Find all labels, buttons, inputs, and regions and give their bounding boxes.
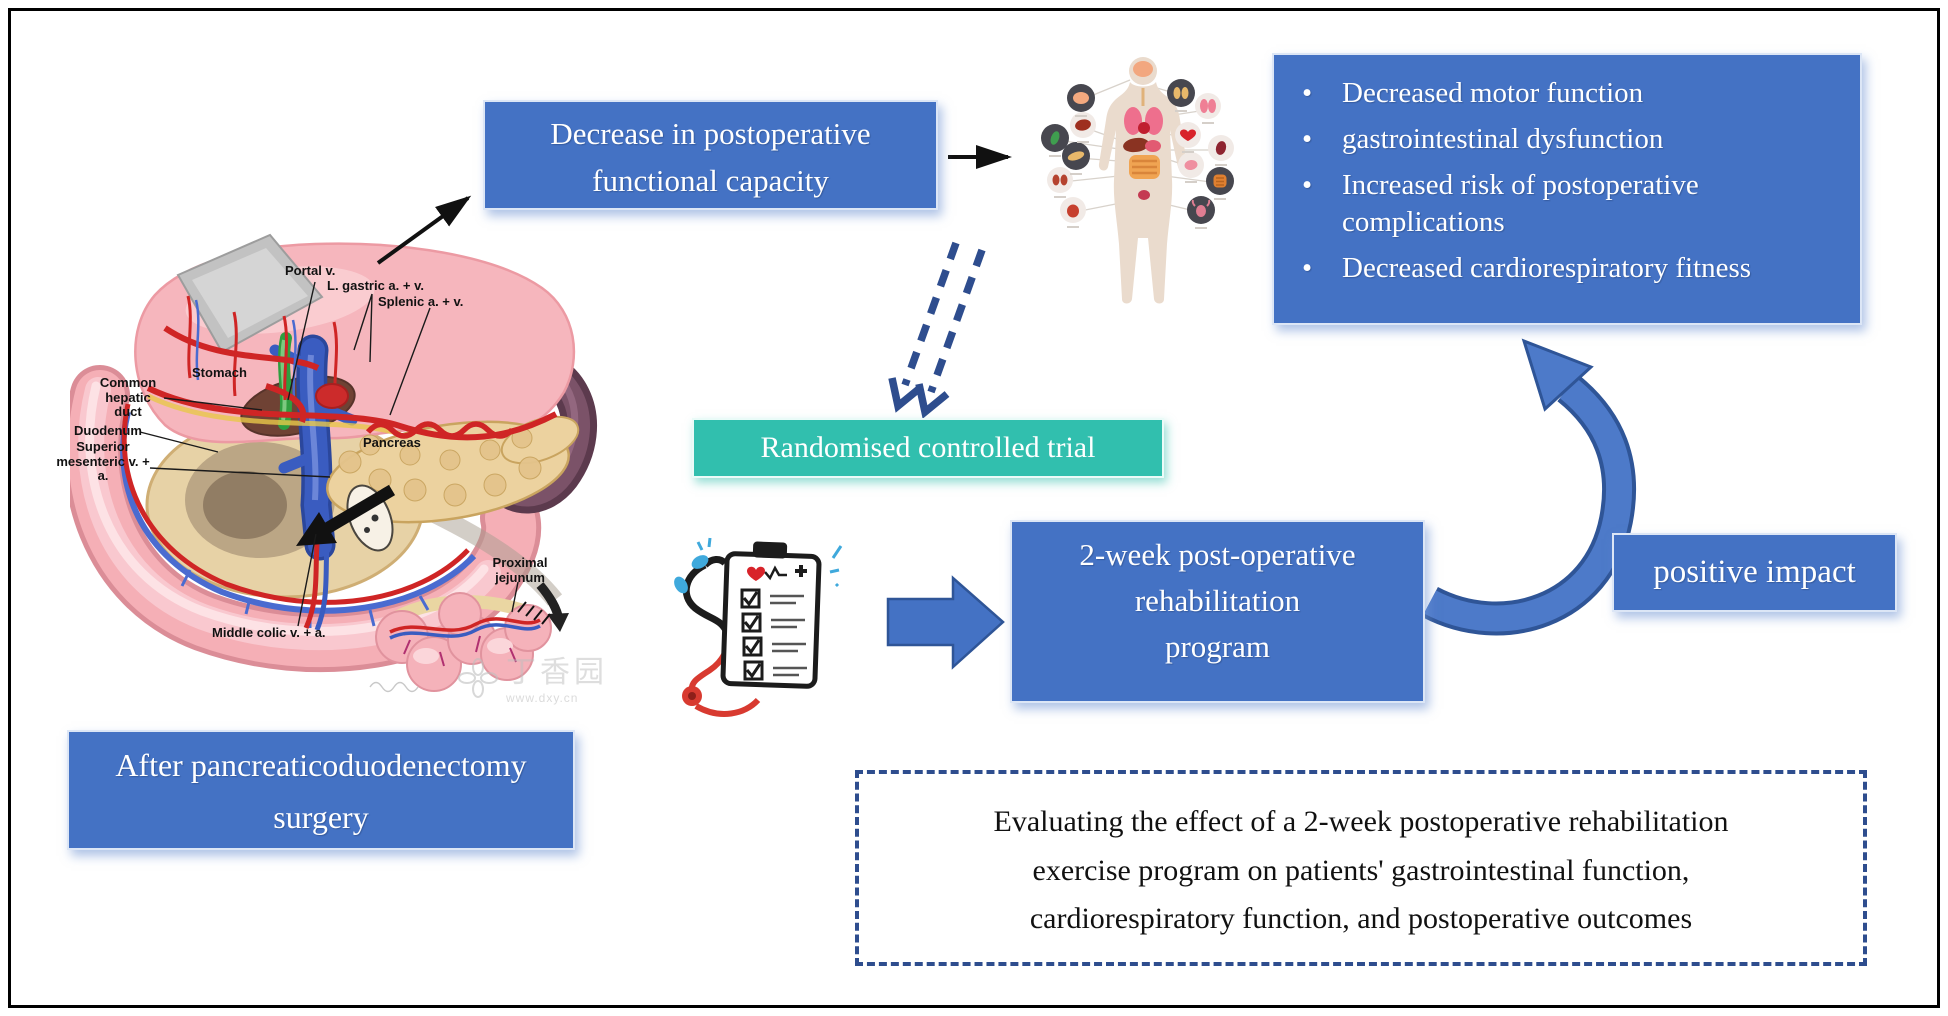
bullet-dot: • xyxy=(1302,252,1313,285)
stomach-icon xyxy=(1184,159,1198,171)
pancreas-icon xyxy=(1067,151,1085,161)
rct-text: Randomised controlled trial xyxy=(760,431,1096,464)
anatomy-label-middle-colic: Middle colic v. + a. xyxy=(212,625,326,640)
rehab-line: program xyxy=(1164,628,1271,664)
gallbladder-icon xyxy=(1050,131,1060,145)
positive-impact-box: positive impact xyxy=(1612,533,1897,612)
dashed-arrows-to-rct xyxy=(888,241,986,419)
study-objective-box: Evaluating the effect of a 2-week postop… xyxy=(855,770,1867,966)
watermark-site-name: 丁香园 xyxy=(506,656,608,689)
postoperative-consequences-box: • Decreased motor function • gastrointes… xyxy=(1272,53,1862,325)
lungs-icon xyxy=(1200,99,1208,113)
clipboard-icon xyxy=(720,541,822,689)
pancreaticoduodenectomy-anatomy-illustration xyxy=(70,233,597,693)
label-leader-lines xyxy=(139,281,519,627)
lungs-icon xyxy=(1208,99,1216,113)
organ-icon-circles xyxy=(1041,79,1234,224)
decrease-functional-capacity-text: Decrease in postoperative functional cap… xyxy=(550,116,871,198)
thyroid-icon xyxy=(1181,87,1189,99)
kidney-icon xyxy=(1052,174,1060,186)
spleen-icon xyxy=(1215,141,1227,155)
randomised-controlled-trial-box: Randomised controlled trial xyxy=(692,418,1164,478)
consequence-item: • Decreased cardiorespiratory fitness xyxy=(1296,250,1830,287)
kidney-icon xyxy=(1060,174,1068,186)
sparkle-accents xyxy=(696,537,843,588)
objective-line: exercise program on patients' gastrointe… xyxy=(1032,853,1690,887)
anatomy-label-superior-mesenteric: Superior mesenteric v. + a. xyxy=(56,439,150,484)
bullet-dot: • xyxy=(1302,169,1313,202)
after-surgery-box: After pancreaticoduodenectomy surgery xyxy=(67,730,575,850)
anatomy-label-common-hepatic-duct: Common hepatic duct xyxy=(99,375,157,420)
consequence-item: • Increased risk of postoperative compli… xyxy=(1296,167,1830,241)
consequence-text: Decreased cardiorespiratory fitness xyxy=(1342,252,1752,285)
brain-icon xyxy=(1073,92,1089,104)
anatomy-label-duodenum: Duodenum xyxy=(74,423,142,438)
heart-icon xyxy=(1180,129,1196,141)
consequence-text: Decreased motor function xyxy=(1342,77,1644,109)
anatomy-label-left-gastric: L. gastric a. + v. xyxy=(327,278,424,293)
anatomy-label-pancreas: Pancreas xyxy=(363,435,421,450)
objective-line: Evaluating the effect of a 2-week postop… xyxy=(993,805,1729,838)
consequence-item: • gastrointestinal dysfunction xyxy=(1296,121,1830,158)
block-arrow-checklist-to-rehab xyxy=(886,575,1005,670)
bullet-dot: • xyxy=(1302,77,1313,109)
bladder-icon xyxy=(1067,204,1079,218)
rehabilitation-program-box: 2-week post-operative rehabilitation pro… xyxy=(1010,520,1425,703)
watermark-site-url: www.dxy.cn xyxy=(506,691,579,705)
medical-checklist-illustration xyxy=(674,537,843,717)
consequence-text: Increased risk of postoperative complica… xyxy=(1342,169,1699,239)
image-watermark: 丁香园 www.dxy.cn xyxy=(458,658,608,704)
anatomy-label-proximal-jejunum: Proximal jejunum xyxy=(492,555,548,585)
after-surgery-text: After pancreaticoduodenectomy surgery xyxy=(115,747,527,835)
consequence-text: gastrointestinal dysfunction xyxy=(1342,123,1664,156)
anatomy-label-portal-vein: Portal v. xyxy=(285,263,336,278)
objective-line: cardiorespiratory function, and postoper… xyxy=(1029,902,1693,936)
clover-logo-icon xyxy=(458,658,498,698)
surgical-retractor xyxy=(176,233,324,354)
rehab-line: rehabilitation xyxy=(1134,582,1301,618)
uterus-icon xyxy=(1196,205,1206,217)
resection-direction-arrow xyxy=(296,484,396,546)
proximal-jejunum-loop xyxy=(369,592,552,693)
anatomy-label-splenic: Splenic a. + v. xyxy=(378,294,464,309)
liver-icon xyxy=(1075,119,1091,131)
bullet-dot: • xyxy=(1302,123,1313,156)
internal-organs xyxy=(1123,61,1163,200)
human-body-organs-illustration xyxy=(1041,57,1234,304)
anatomy-label-stomach: Stomach xyxy=(192,365,247,380)
arteries-and-veins xyxy=(120,295,558,631)
decrease-functional-capacity-box: Decrease in postoperative functional cap… xyxy=(483,100,938,210)
consequence-item: • Decreased motor function xyxy=(1296,75,1830,112)
curved-arrow-rehab-to-outcomes xyxy=(1422,338,1636,636)
arrow-anatomy-to-decrease xyxy=(376,195,472,265)
icon-caption-marks xyxy=(1049,110,1227,229)
positive-impact-text: positive impact xyxy=(1653,554,1856,590)
thyroid-icon xyxy=(1173,87,1181,99)
rehab-line: 2-week post-operative xyxy=(1079,537,1356,572)
